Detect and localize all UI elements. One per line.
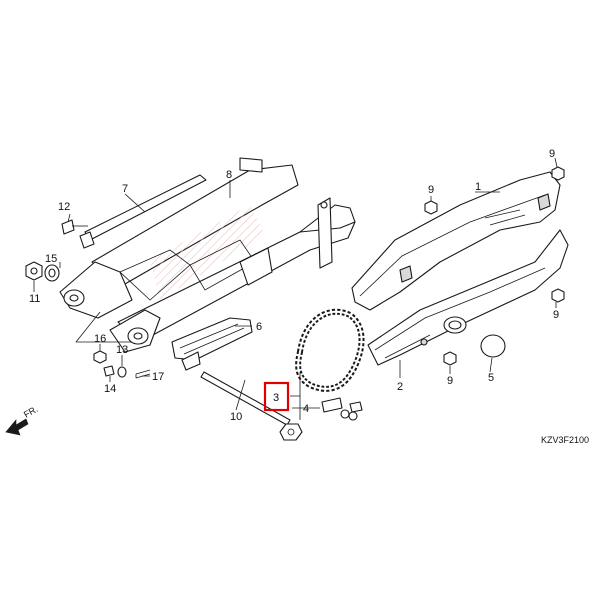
- inspection-cap: [480, 334, 506, 358]
- callout-7: 7: [122, 183, 128, 195]
- chain-case-upper: [351, 171, 561, 311]
- swingarm: [59, 157, 356, 353]
- callout-4: 4: [303, 403, 309, 415]
- pivot-hardware: [25, 219, 151, 379]
- callout-9a: 9: [428, 184, 434, 196]
- callout-13: 13: [116, 344, 128, 356]
- callout-9b: 9: [549, 148, 555, 160]
- callout-9c: 9: [553, 309, 559, 321]
- callout-1: 1: [475, 181, 481, 193]
- callout-8: 8: [226, 169, 232, 181]
- callout-5: 5: [488, 372, 494, 384]
- rear-axle: [200, 371, 303, 441]
- front-direction-indicator: FR.: [5, 404, 40, 436]
- callout-3: 3: [273, 392, 279, 404]
- callout-10: 10: [230, 411, 242, 423]
- case-bolts: [424, 166, 565, 366]
- front-label: FR.: [22, 404, 40, 420]
- callout-labels: 1 2 3 4 5 6 7 8 9 9 9 9 10 11 12 13 14 1…: [29, 148, 559, 423]
- callout-11: 11: [29, 293, 40, 305]
- chain-joint: [321, 397, 363, 421]
- callout-17: 17: [152, 371, 164, 383]
- diagram-code: KZV3F2100: [541, 435, 589, 445]
- callout-15: 15: [45, 253, 57, 265]
- chain-slider: [171, 317, 253, 371]
- callout-9d: 9: [447, 375, 453, 387]
- front-arrow-icon: [5, 418, 29, 436]
- callout-14: 14: [104, 383, 116, 395]
- highlight-box: [263, 381, 290, 412]
- drive-chain: [295, 308, 365, 392]
- callout-2: 2: [397, 381, 403, 393]
- leader-lines: [33, 157, 558, 420]
- chain-guide-rail: [79, 174, 207, 249]
- callout-12: 12: [58, 201, 70, 213]
- callout-6: 6: [256, 321, 262, 333]
- callout-16: 16: [94, 333, 106, 345]
- chain-case-lower: [367, 229, 569, 366]
